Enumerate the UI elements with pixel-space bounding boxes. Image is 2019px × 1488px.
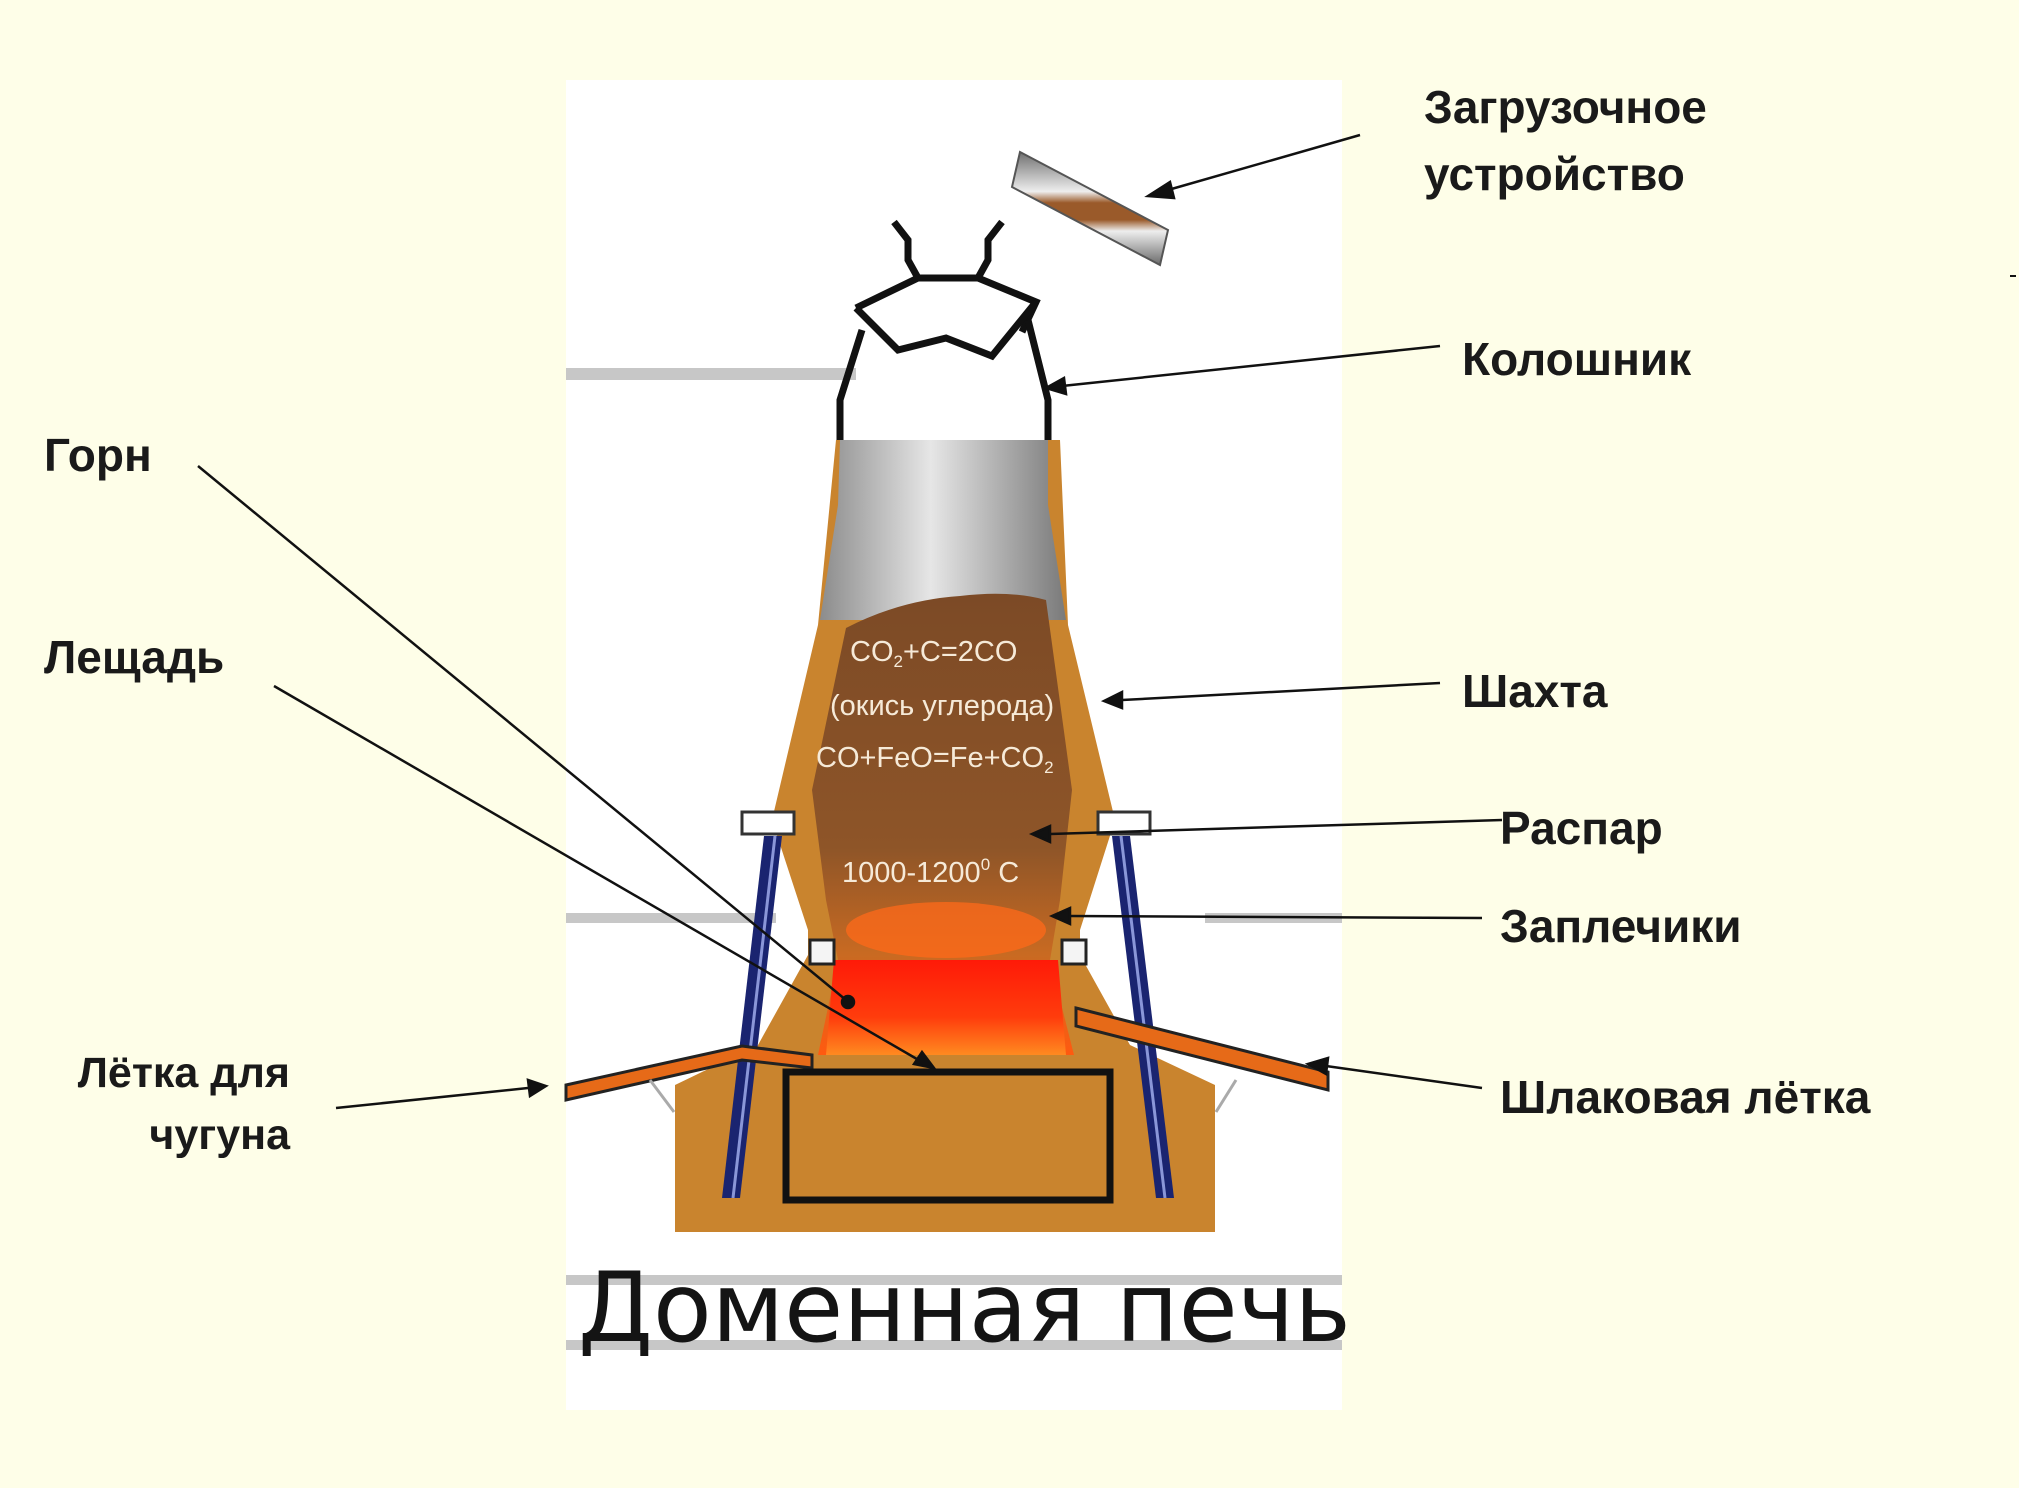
reaction-1-part-b: +C=2CO	[902, 636, 1018, 668]
pipe-brace-right	[1214, 1079, 1238, 1113]
bosh-glow	[846, 902, 1046, 958]
loading-chute	[1010, 150, 1170, 267]
iron-tap-pipe	[564, 1044, 814, 1102]
label-loading-device: Загрузочное устройство	[1424, 81, 1707, 200]
label-bosh: Заплечики	[1500, 900, 1742, 952]
reaction-1: CO2+C=2CO	[850, 636, 1017, 672]
temperature-value: 1000-1200	[842, 857, 981, 889]
label-shaft: Шахта	[1462, 665, 1608, 717]
temperature-unit: C	[990, 857, 1020, 889]
label-iron-notch: Лётка для чугуна	[77, 1049, 290, 1160]
temperature-label: 1000-12000 C	[842, 855, 1019, 890]
reaction-3-text: CO+FeO=Fe+CO	[816, 742, 1045, 774]
pipe-brace-left	[648, 1079, 676, 1113]
tuyere-right	[1060, 938, 1088, 966]
combustion-zone	[826, 960, 1066, 1055]
reaction-3: CO+FeO=Fe+CO2	[816, 742, 1054, 778]
label-hearth: Горн	[44, 429, 152, 481]
reaction-1-subscript: 2	[893, 652, 903, 671]
label-hearth-bottom: Лещадь	[44, 631, 225, 683]
throat-gray-zone	[820, 440, 1066, 620]
diagram-title: Доменная печь	[578, 1252, 1351, 1364]
reaction-3-subscript: 2	[1044, 758, 1054, 777]
tuyere-left	[808, 938, 836, 966]
label-slag-notch: Шлаковая лётка	[1500, 1071, 1871, 1123]
temperature-degree: 0	[980, 855, 991, 874]
leader-lines	[197, 133, 1503, 1110]
reaction-2: (окись углерода)	[830, 690, 1055, 722]
reaction-1-part-a: CO	[850, 636, 894, 668]
label-belly: Распар	[1500, 802, 1663, 854]
support-columns	[722, 810, 1174, 1199]
label-throat: Колошник	[1462, 333, 1692, 385]
slag-tap-pipe	[1074, 1006, 1330, 1092]
hearth-bottom-block	[782, 1068, 1114, 1204]
